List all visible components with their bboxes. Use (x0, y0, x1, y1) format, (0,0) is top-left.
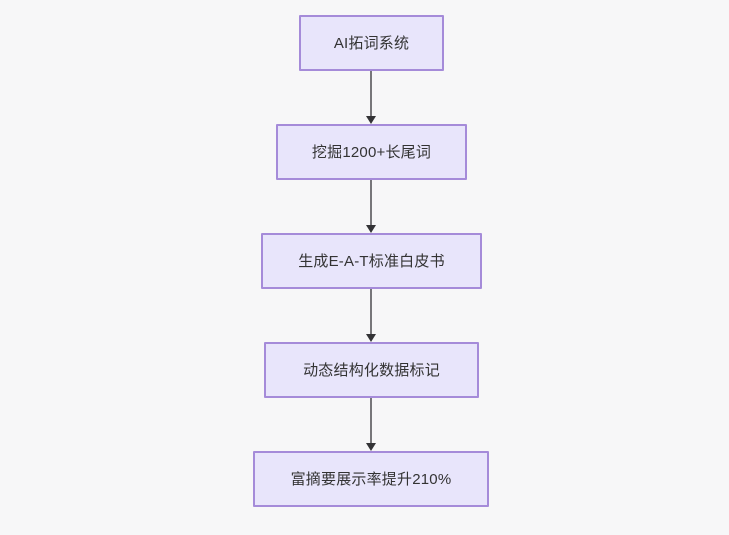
arrowhead-icon (366, 116, 376, 124)
edge-line (370, 180, 372, 226)
edge-connector-3 (366, 289, 376, 342)
edge-line (370, 289, 372, 335)
flowchart-node-dynamic-structured-data[interactable]: 动态结构化数据标记 (264, 342, 479, 398)
edge-connector-2 (366, 180, 376, 233)
edge-line (370, 398, 372, 444)
arrowhead-icon (366, 225, 376, 233)
arrowhead-icon (366, 443, 376, 451)
flowchart-node-mine-longtail-keywords[interactable]: 挖掘1200+长尾词 (276, 124, 467, 180)
edge-line (370, 71, 372, 117)
flowchart-node-rich-snippet-result[interactable]: 富摘要展示率提升210% (253, 451, 489, 507)
arrowhead-icon (366, 334, 376, 342)
edge-connector-4 (366, 398, 376, 451)
flowchart-node-generate-eat-whitepaper[interactable]: 生成E-A-T标准白皮书 (261, 233, 482, 289)
edge-connector-1 (366, 71, 376, 124)
flowchart-node-ai-keyword-system[interactable]: AI拓词系统 (299, 15, 444, 71)
